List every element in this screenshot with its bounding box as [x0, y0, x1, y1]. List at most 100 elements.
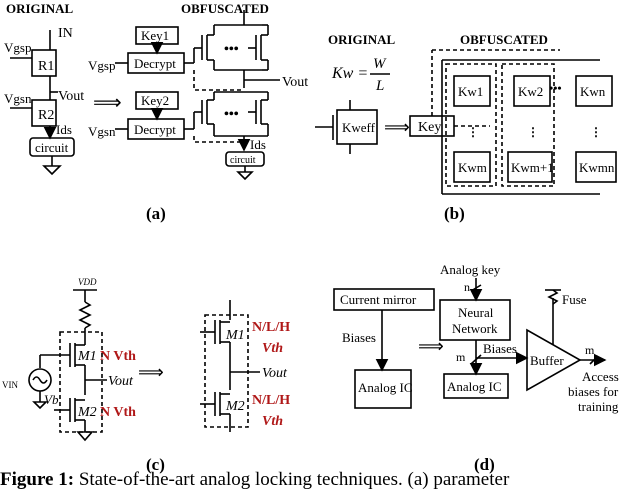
ground-icon-obf [236, 171, 254, 181]
caption-text: State-of-the-art analog locking techniqu… [74, 469, 510, 490]
panel-d: Analog key n Current mirror Biases Analo… [333, 262, 619, 474]
panel-b: ORIGINAL OBFUSCATED Kw = W L Kweff ⟹ Key… [315, 32, 617, 223]
transistor-kweff [336, 109, 378, 145]
panel-b-original-title: ORIGINAL [328, 32, 396, 47]
m2-label-obf: M2 [225, 399, 245, 414]
analog-ic-label-right: Analog IC [447, 379, 502, 394]
ground-icon-c [76, 431, 94, 442]
panel-a-obfuscated-title: OBFUSCATED [181, 1, 269, 16]
nlh-label-top: N/L/H [252, 320, 290, 335]
m2-label: M2 [77, 405, 97, 420]
fuse-icon [547, 289, 559, 305]
decrypt-label-lower: Decrypt [134, 122, 176, 137]
transistor-kwn [575, 75, 613, 107]
ids-label-obf: Ids [250, 137, 266, 152]
vgsp-label: Vgsp [4, 40, 31, 55]
kwmn-label: Kwmn [579, 160, 615, 175]
panel-c: VDD M1 N Vth Vout Vb M2 N Vth VIN [2, 277, 290, 474]
analog-ic-box-right [443, 373, 509, 399]
dashed-group-1 [445, 63, 497, 187]
transistor-r1 [31, 49, 57, 77]
m1-label: M1 [77, 349, 97, 364]
in-label: IN [58, 26, 73, 41]
access-label-2: biases for [568, 384, 619, 399]
dots-b-top: ••• [549, 81, 562, 95]
transistor-kwm1 [507, 151, 553, 183]
vgsn-label: Vgsn [4, 91, 32, 106]
panel-c-label: (c) [146, 455, 165, 474]
r2-label: R2 [38, 108, 54, 123]
access-label-3: training [578, 399, 619, 414]
ids-label-a: Ids [56, 122, 72, 137]
dashed-box-c-left [59, 331, 103, 433]
resistor [78, 301, 92, 329]
current-mirror-box [333, 288, 435, 311]
fuse-label: Fuse [562, 292, 587, 307]
vb-label: Vb [44, 392, 59, 407]
m1-label-obf: M1 [225, 328, 245, 343]
vout-label-c-obf: Vout [262, 366, 288, 381]
nlh-label-bottom: N/L/H [252, 393, 290, 408]
n-label: n [464, 280, 470, 294]
kweff-label: Kweff [342, 120, 376, 135]
transform-arrow-c: ⟹ [138, 362, 164, 382]
dashed-group-2 [501, 63, 555, 187]
kw-denominator: L [375, 78, 384, 94]
panel-a-label: (a) [146, 204, 166, 223]
r1-label: R1 [38, 59, 54, 74]
m-label-right: m [585, 343, 595, 357]
access-label-1: Access [582, 369, 619, 384]
kw1-label: Kw1 [458, 84, 483, 99]
vgsp-input-label: Vgsp [88, 58, 115, 73]
panel-a: ORIGINAL OBFUSCATED IN R1 Vgsp Vout R2 V… [4, 1, 308, 223]
analog-ic-box-left [354, 369, 412, 409]
biases-label-right: Biases [483, 341, 517, 356]
kw2-label: Kw2 [518, 84, 543, 99]
panel-b-obfuscated-title: OBFUSCATED [460, 32, 548, 47]
circuit-label-obf: circuit [230, 155, 256, 166]
key-label-b: Key [418, 120, 441, 135]
circuit-label-a: circuit [35, 140, 69, 155]
transistor-kwm [453, 151, 491, 183]
dashed-box-c-right [204, 314, 249, 428]
transistor-kwmn [575, 151, 617, 183]
vdots-2: ⋮ [527, 125, 539, 139]
neural-network-label-1: Neural [458, 305, 494, 320]
vout-label-a: Vout [58, 89, 84, 104]
panel-b-label: (b) [444, 204, 465, 223]
kwm1-label: Kwm+1 [511, 160, 554, 175]
kwn-label: Kwn [580, 84, 606, 99]
vout-label-obf: Vout [282, 75, 308, 90]
biases-label-left: Biases [342, 330, 376, 345]
transform-arrow-d: ⟹ [418, 336, 444, 356]
analog-key-label: Analog key [440, 262, 501, 277]
m1-vth-label: N Vth [100, 349, 136, 364]
current-mirror-label: Current mirror [340, 292, 417, 307]
dots-upper: ••• [224, 42, 239, 57]
transform-arrow-b: ⟹ [384, 117, 410, 137]
neural-network-label-2: Network [452, 321, 498, 336]
panel-d-label: (d) [474, 455, 495, 474]
kwm-label: Kwm [458, 160, 487, 175]
panel-a-original-title: ORIGINAL [6, 1, 74, 16]
m2-vth-label: N Vth [100, 405, 136, 420]
kw-numerator: W [373, 56, 387, 72]
analog-ic-label-left: Analog IC [358, 380, 413, 395]
dots-lower: ••• [224, 107, 239, 122]
transistor-kw1 [453, 75, 491, 107]
buffer-label: Buffer [530, 353, 564, 368]
vdots-1: ⋮ [467, 125, 479, 139]
m-label-left: m [456, 350, 466, 364]
transistor-kw2 [513, 75, 551, 107]
caption-prefix: Figure 1: [0, 469, 75, 490]
vgsn-input-label: Vgsn [88, 124, 116, 139]
key2-label: Key2 [141, 93, 169, 108]
figure-caption: Figure 1: State-of-the-art analog lockin… [0, 469, 509, 491]
vth-label-top: Vth [262, 341, 283, 356]
vth-label-bottom: Vth [262, 414, 283, 429]
decrypt-label-upper: Decrypt [134, 56, 176, 71]
vdd-label: VDD [78, 277, 97, 287]
key1-label: Key1 [141, 28, 169, 43]
vin-label: VIN [2, 380, 18, 390]
